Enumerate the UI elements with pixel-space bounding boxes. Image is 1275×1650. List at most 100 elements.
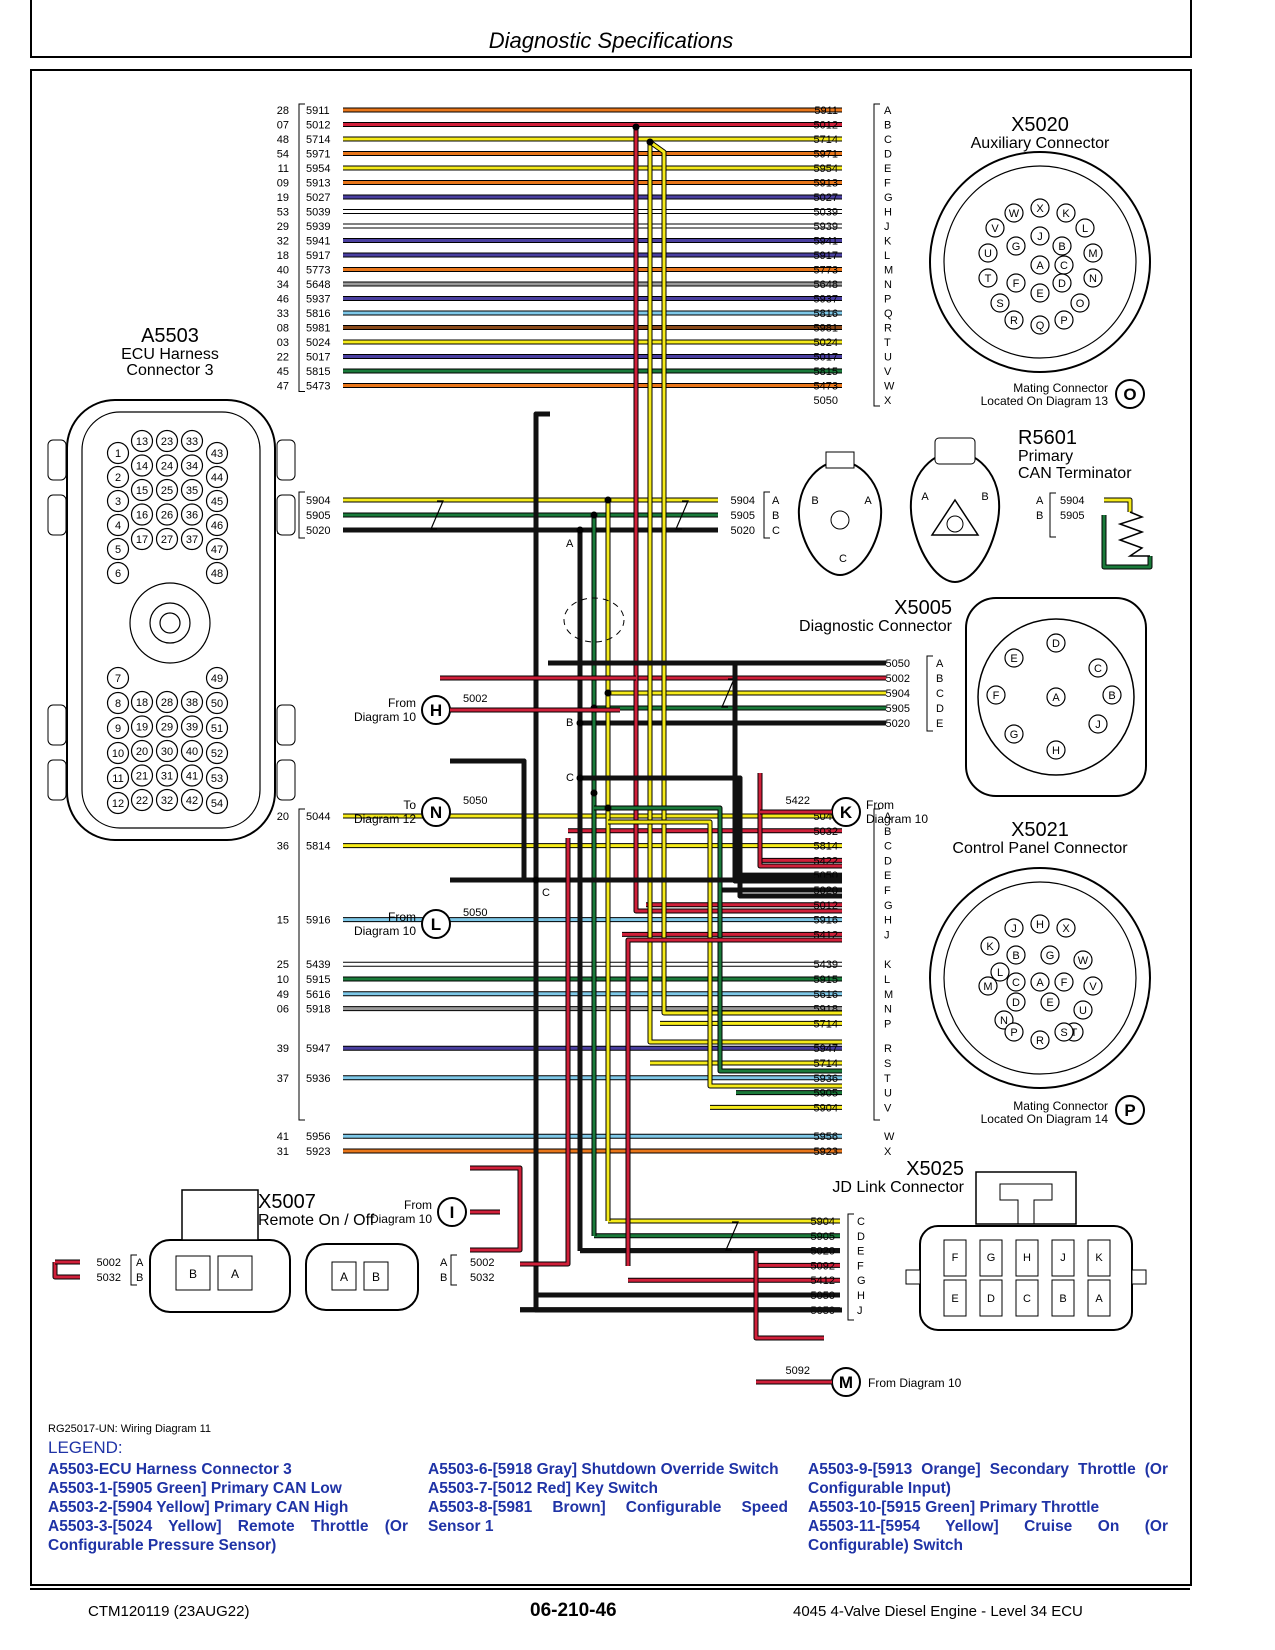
r5601-bracket <box>1049 492 1056 538</box>
x5025-latch <box>975 1171 1077 1225</box>
x5005-pin-letter: A <box>936 658 944 670</box>
x5021-pin <box>1083 976 1103 996</box>
x5021-pin <box>1054 972 1074 992</box>
x5021-pin-label: B <box>1012 950 1019 962</box>
x5021-pin-letter: L <box>884 974 890 986</box>
ecu-pin-label: 33 <box>277 308 289 320</box>
wire-number: 5017 <box>814 352 838 364</box>
ecu-pin-label: 19 <box>277 192 289 204</box>
x5005-bracket <box>926 655 933 732</box>
ecu-pin-label: 41 <box>277 1131 289 1143</box>
x5021-pin <box>1006 945 1026 965</box>
a5503-pin-label: 6 <box>115 568 121 580</box>
ecu-pin-label: 34 <box>277 279 289 291</box>
a5503-pin <box>205 489 229 513</box>
x5021-pin-letter: X <box>884 1146 892 1158</box>
wire-number: 5956 <box>814 1131 838 1143</box>
a5503-pin-label: 21 <box>136 771 148 783</box>
x5020-pin-label: E <box>1036 288 1043 300</box>
x5020-pin <box>1030 226 1050 246</box>
wire-5412 <box>626 938 842 1266</box>
wire-number: 5937 <box>306 294 330 306</box>
wire-number: 5012 <box>306 120 330 132</box>
ref-text: Diagram 10 <box>354 710 416 724</box>
can-pin-letter: C <box>772 525 780 537</box>
x5020-pin-label: M <box>1088 248 1097 260</box>
a5503-pin-label: 16 <box>136 510 148 522</box>
a5503-pin <box>106 441 130 465</box>
wire-number: 5954 <box>814 163 838 175</box>
a5503-pin-label: 54 <box>211 798 223 810</box>
ecu-pin-label: 40 <box>277 265 289 277</box>
x5020-pin <box>978 268 998 288</box>
x5025-pin-letter: E <box>857 1246 864 1258</box>
a5503-pin <box>205 666 229 690</box>
ecu-pin-label: 15 <box>277 915 289 927</box>
x5020-pin <box>990 293 1010 313</box>
r5601-resistor <box>1117 511 1150 557</box>
ecu-pin-label: 03 <box>277 337 289 349</box>
wire-5904-x5021 <box>608 820 842 1088</box>
x5020-pin-label: T <box>985 273 992 285</box>
x5021-desc: Control Panel Connector <box>952 840 1128 857</box>
legend-item: A5503-1-[5905 Green] Primary CAN Low <box>48 1480 342 1497</box>
wire-number: 5911 <box>814 105 838 117</box>
x5021-pin-letter: G <box>884 900 893 912</box>
break-symbol <box>675 500 689 530</box>
a5503-pin-label: 19 <box>136 722 148 734</box>
a5503-pin <box>205 791 229 815</box>
x5021-ref-circle <box>1115 1095 1145 1125</box>
x5020-pin-label: W <box>1009 208 1020 220</box>
x5020-pin-label: X <box>1036 203 1044 215</box>
x5020-inner <box>943 165 1137 359</box>
x5021-pin <box>1004 1022 1024 1042</box>
wire-number: 5905 <box>811 1231 835 1243</box>
x5007-pin-letter: A <box>231 1267 239 1281</box>
x5007-cavity <box>175 1255 211 1291</box>
a5503-pin <box>155 739 179 763</box>
x5020-pin-label: V <box>991 223 999 235</box>
r5601-desc: CAN Terminator <box>1018 465 1132 482</box>
wire-number: 5422 <box>786 795 810 807</box>
ref-circle-n-letter: N <box>430 803 442 822</box>
wire-number: 5904 <box>731 495 755 507</box>
splice-dot <box>576 719 584 727</box>
x5005-label: X5005 <box>894 597 952 619</box>
a5503-pin <box>180 764 204 787</box>
a5503-pin-label: 38 <box>186 697 198 709</box>
wire-number: 5904 <box>886 688 910 700</box>
x5007-bracket <box>450 1254 457 1286</box>
x5020-pin-label: L <box>1082 223 1088 235</box>
ecu-pin-label: 07 <box>277 120 289 132</box>
a5503-pin-label: 24 <box>161 461 173 473</box>
x5020-label: X5020 <box>1011 114 1069 136</box>
a5503-pin <box>180 454 204 477</box>
wire-5002-i-outline <box>470 1165 523 1253</box>
x5005-pin <box>986 685 1006 705</box>
wire-number: 5939 <box>814 221 838 233</box>
x5005-pin <box>1004 724 1024 744</box>
splice-label: B <box>566 717 573 729</box>
x5021-pin-label: J <box>1011 923 1017 935</box>
x5007-female-body <box>305 1243 419 1311</box>
x5020-pin-label: F <box>1013 278 1020 290</box>
a5503-pin-label: 9 <box>115 723 121 735</box>
break-symbol <box>725 1221 739 1251</box>
x5020-pin <box>985 218 1005 238</box>
wire-number: 5917 <box>814 250 838 262</box>
a5503-pin-label: 33 <box>186 436 198 448</box>
ecu-pin-label: 53 <box>277 207 289 219</box>
wire-number: 5939 <box>306 221 330 233</box>
wire-number: 5032 <box>97 1272 121 1284</box>
a5503-pin-label: 32 <box>161 795 173 807</box>
a5503-pin-label: 50 <box>211 698 223 710</box>
wire-number: 5981 <box>306 323 330 335</box>
wire-number: 5002 <box>470 1257 494 1269</box>
x5021-mating: Mating Connector <box>1013 1099 1108 1113</box>
a5503-pin-label: 39 <box>186 722 198 734</box>
ref-circle-k-letter: K <box>840 803 853 822</box>
x5021-pin-label: D <box>1012 997 1020 1009</box>
a5503-label: A5503 <box>141 325 199 347</box>
legend-item: A5503-3-[5024 Yellow] Remote Throttle (O… <box>48 1518 408 1554</box>
x5020-pin-label: A <box>1036 260 1044 272</box>
